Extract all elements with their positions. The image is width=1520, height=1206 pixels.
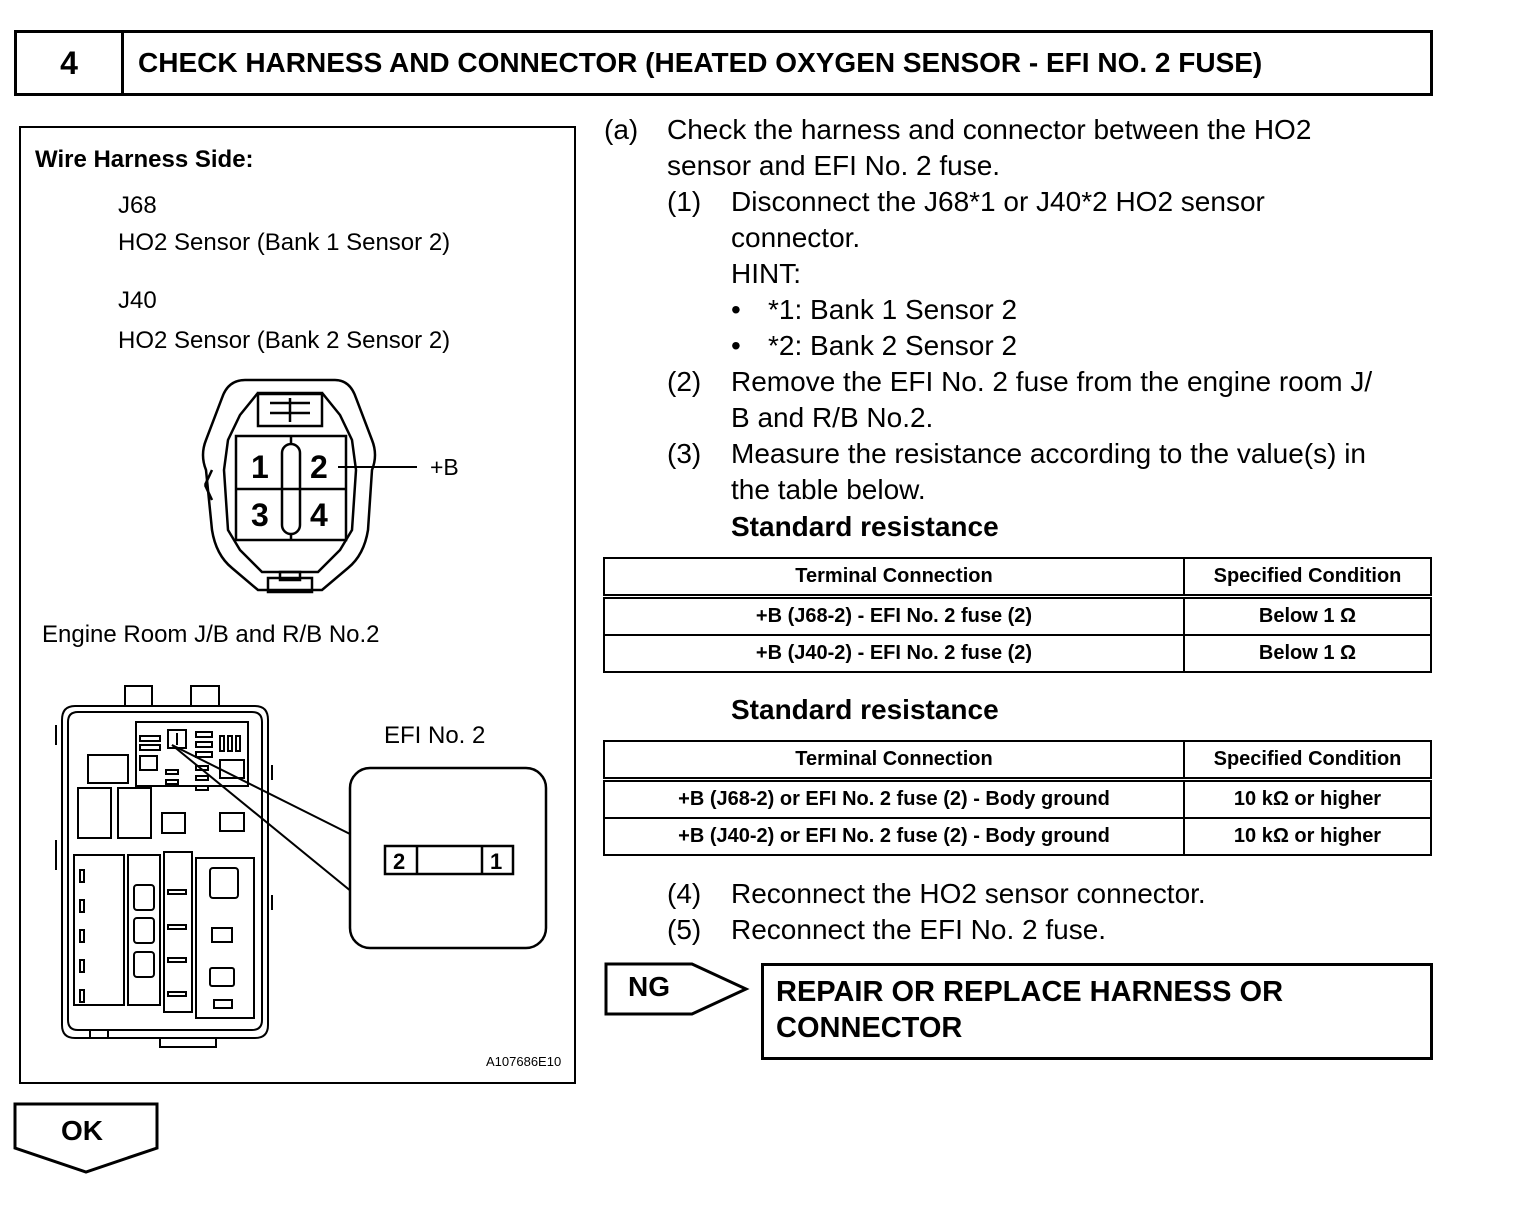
fuse-pin-1-label: 1 [490,849,502,874]
wire-harness-side-label: Wire Harness Side: [35,146,254,173]
step-2-line-2: B and R/B No.2. [731,402,934,433]
connector-j40-desc: HO2 Sensor (Bank 2 Sensor 2) [118,327,451,354]
fuse-callout-box [348,766,548,950]
step-1-marker: (1) [667,186,702,217]
pin-4-label: 4 [310,497,328,533]
ok-arrow [13,1102,159,1174]
ng-result-line-2: CONNECTOR [776,1012,963,1044]
ng-result-box: REPAIR OR REPLACE HARNESS OR CONNECTOR [761,963,1433,1060]
table-cell-condition: 10 kΩ or higher [1183,778,1432,819]
hint-bullet-2: • [731,330,741,361]
connector-j40-id: J40 [118,287,157,314]
ng-result-line-1: REPAIR OR REPLACE HARNESS OR [776,976,1284,1008]
step-2-line-1: Remove the EFI No. 2 fuse from the engin… [731,366,1373,397]
table-cell-terminal: +B (J68-2) - EFI No. 2 fuse (2) [603,595,1185,636]
step-3-marker: (3) [667,438,702,469]
connector-diagram: 1 2 3 4 +B [55,378,548,1048]
table-header-terminal: Terminal Connection [603,557,1185,599]
hint-item-1: *1: Bank 1 Sensor 2 [768,294,1018,325]
step-4-text: Reconnect the HO2 sensor connector. [731,878,1206,909]
ho2-connector-shape [201,378,377,594]
table-header-row: Terminal Connection Specified Condition [603,557,1432,599]
table-cell-condition: 10 kΩ or higher [1183,817,1432,856]
standard-resistance-heading-1: Standard resistance [731,511,999,542]
step-a-marker: (a) [604,114,639,145]
resistance-table-1: Terminal Connection Specified Condition … [603,557,1432,673]
junction-block-shape [55,685,273,1048]
step-3-line-2: the table below. [731,474,926,505]
step-1-line-1: Disconnect the J68*1 or J40*2 HO2 sensor [731,186,1265,217]
fuse-pin-2-label: 2 [393,849,405,874]
callout-line-top [171,744,353,836]
connector-j68-id: J68 [118,192,157,219]
step-a-line-2: sensor and EFI No. 2 fuse. [667,150,1001,181]
step-title: CHECK HARNESS AND CONNECTOR (HEATED OXYG… [121,30,1433,96]
ng-arrow [604,962,750,1016]
table-row: +B (J40-2) - EFI No. 2 fuse (2) Below 1 … [603,634,1432,673]
table-header-terminal: Terminal Connection [603,740,1185,782]
table-header-condition: Specified Condition [1183,740,1432,782]
table-row: +B (J40-2) or EFI No. 2 fuse (2) - Body … [603,817,1432,856]
ng-label: NG [628,971,670,1002]
figure-code: A107686E10 [486,1054,562,1069]
table-cell-terminal: +B (J68-2) or EFI No. 2 fuse (2) - Body … [603,778,1185,819]
table-cell-terminal: +B (J40-2) - EFI No. 2 fuse (2) [603,634,1185,673]
step-5-marker: (5) [667,914,702,945]
step-1-line-2: connector. [731,222,861,253]
pin-1-label: 1 [251,449,269,485]
resistance-table-2: Terminal Connection Specified Condition … [603,740,1432,856]
table-header-condition: Specified Condition [1183,557,1432,599]
table-header-row: Terminal Connection Specified Condition [603,740,1432,782]
plus-b-label: +B [430,454,459,480]
pin-2-label: 2 [310,449,328,485]
table-cell-condition: Below 1 Ω [1183,634,1432,673]
step-3-line-1: Measure the resistance according to the … [731,438,1366,469]
efi-fuse-label: EFI No. 2 [384,722,486,749]
step-a-line-1: Check the harness and connector between … [667,114,1312,145]
hint-bullet-1: • [731,294,741,325]
ok-label: OK [61,1115,103,1146]
table-row: +B (J68-2) - EFI No. 2 fuse (2) Below 1 … [603,595,1432,636]
hint-item-2: *2: Bank 2 Sensor 2 [768,330,1018,361]
callout-line-bottom [171,744,353,893]
step-4-marker: (4) [667,878,702,909]
fuse-shape [383,844,515,876]
illustration-frame [19,126,576,1084]
hint-label: HINT: [731,258,801,289]
step-2-marker: (2) [667,366,702,397]
pin-3-label: 3 [251,497,269,533]
table-cell-terminal: +B (J40-2) or EFI No. 2 fuse (2) - Body … [603,817,1185,856]
table-cell-condition: Below 1 Ω [1183,595,1432,636]
connector-j68-desc: HO2 Sensor (Bank 1 Sensor 2) [118,229,451,256]
table-row: +B (J68-2) or EFI No. 2 fuse (2) - Body … [603,778,1432,819]
standard-resistance-heading-2: Standard resistance [731,694,999,725]
step-5-text: Reconnect the EFI No. 2 fuse. [731,914,1107,945]
junction-block-label: Engine Room J/B and R/B No.2 [42,621,380,648]
